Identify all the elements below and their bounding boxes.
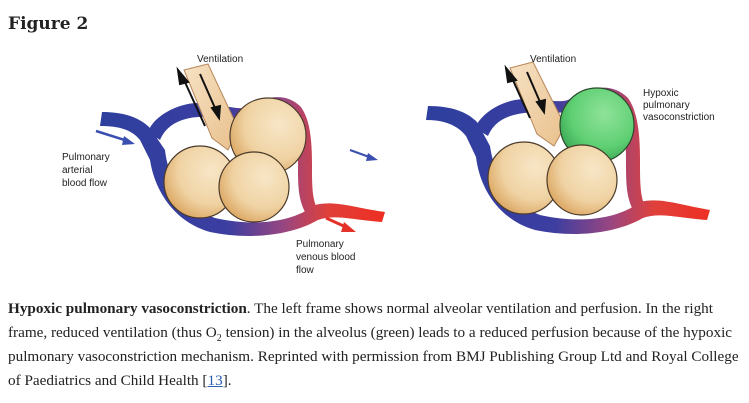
right-frame (426, 61, 710, 234)
figure-illustration: Ventilation Ventilation Pulmonary arteri… (62, 54, 715, 276)
left-vessel (100, 112, 385, 236)
label-pulmonary-arterial-3: blood flow (62, 178, 108, 189)
caption-text-1: . The left frame shows normal alveolar v… (8, 300, 713, 341)
label-hypoxic-2: pulmonary (643, 100, 690, 111)
left-upper-vessel (148, 97, 318, 212)
figure-caption: Hypoxic pulmonary vasoconstriction. The … (8, 297, 742, 393)
caption-text-2: tension) in the alveolus (green) leads t… (8, 324, 739, 389)
left-frame (95, 63, 385, 236)
label-pulmonary-venous-3: flow (296, 265, 315, 276)
label-ventilation-left: Ventilation (197, 54, 243, 65)
caption-subscript: 2 (216, 333, 222, 345)
left-ventilation-arrows (176, 66, 222, 127)
label-pulmonary-arterial-1: Pulmonary (62, 152, 110, 163)
reference-link[interactable]: 13 (207, 372, 223, 389)
label-pulmonary-venous-1: Pulmonary (296, 239, 344, 250)
right-ventilation-arrows (504, 64, 547, 119)
label-hypoxic-1: Hypoxic (643, 88, 679, 99)
label-pulmonary-arterial-2: arterial (62, 165, 93, 176)
label-hypoxic-3: vasoconstriction (643, 112, 715, 123)
right-upper-vessel (475, 87, 646, 210)
left-inflow-arrow (95, 129, 135, 145)
left-alveolus-right (218, 151, 290, 223)
caption-text-3: ]. (222, 372, 232, 389)
right-alveolus-right (546, 144, 618, 216)
figure-heading: Figure 2 (8, 14, 89, 34)
left-outflow-arrow (325, 216, 356, 232)
label-pulmonary-venous-2: venous blood (296, 252, 356, 263)
left-mid-arrow (349, 149, 378, 161)
caption-title: Hypoxic pulmonary vasoconstriction (8, 300, 247, 317)
label-ventilation-right: Ventilation (530, 54, 576, 65)
